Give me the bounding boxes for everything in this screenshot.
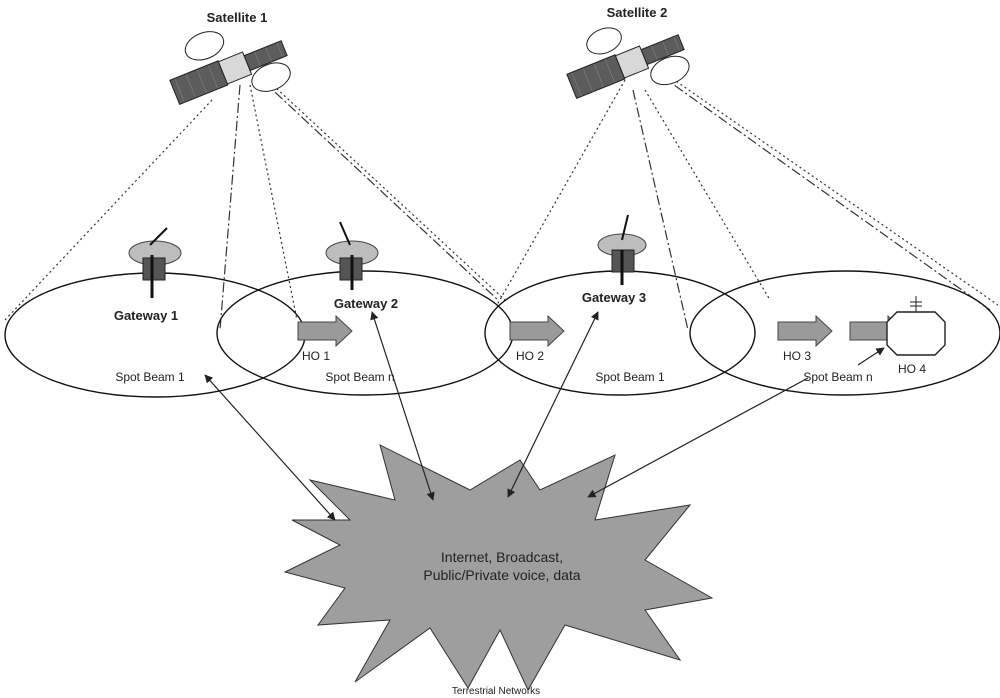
gateway-1-dish-icon <box>128 227 182 298</box>
gateway-3-label: Gateway 3 <box>582 290 646 305</box>
ho-3-label: HO 3 <box>783 349 811 363</box>
satellite-1-label: Satellite 1 <box>207 10 268 25</box>
gateway-1-label: Gateway 1 <box>114 308 178 323</box>
satellite-1-beams <box>4 74 506 331</box>
cloud-text-line-1: Internet, Broadcast, <box>441 549 563 565</box>
spot-beam-nb-label: Spot Beam n <box>803 370 872 384</box>
spot-beam-1-label: Spot Beam 1 <box>115 370 185 384</box>
satellite-2-label: Satellite 2 <box>607 5 668 20</box>
terrestrial-networks-label: Terrestrial Networks <box>452 686 540 697</box>
spot-beam-1b-label: Spot Beam 1 <box>595 370 665 384</box>
ho-2-arrow <box>509 314 565 348</box>
ho-4-label: HO 4 <box>898 362 926 376</box>
ho-1-label: HO 1 <box>302 349 330 363</box>
spot-beam-nb-ellipse <box>689 270 1000 396</box>
ho-3-arrow <box>777 314 833 348</box>
gateway-2-dish-icon <box>325 221 379 290</box>
satellite-1-icon <box>169 31 291 106</box>
ho-2-label: HO 2 <box>516 349 544 363</box>
network-links <box>204 311 885 521</box>
mobile-terminal-icon <box>886 296 946 356</box>
gateway-3-dish-icon <box>597 214 647 285</box>
ho-1-arrow <box>297 314 353 348</box>
satellite-2-icon <box>566 27 690 100</box>
cloud-text-line-2: Public/Private voice, data <box>423 567 580 583</box>
gateway-2-label: Gateway 2 <box>334 296 398 311</box>
satellite-2-beams <box>496 69 999 331</box>
spot-beam-n-label: Spot Beam n <box>325 370 394 384</box>
